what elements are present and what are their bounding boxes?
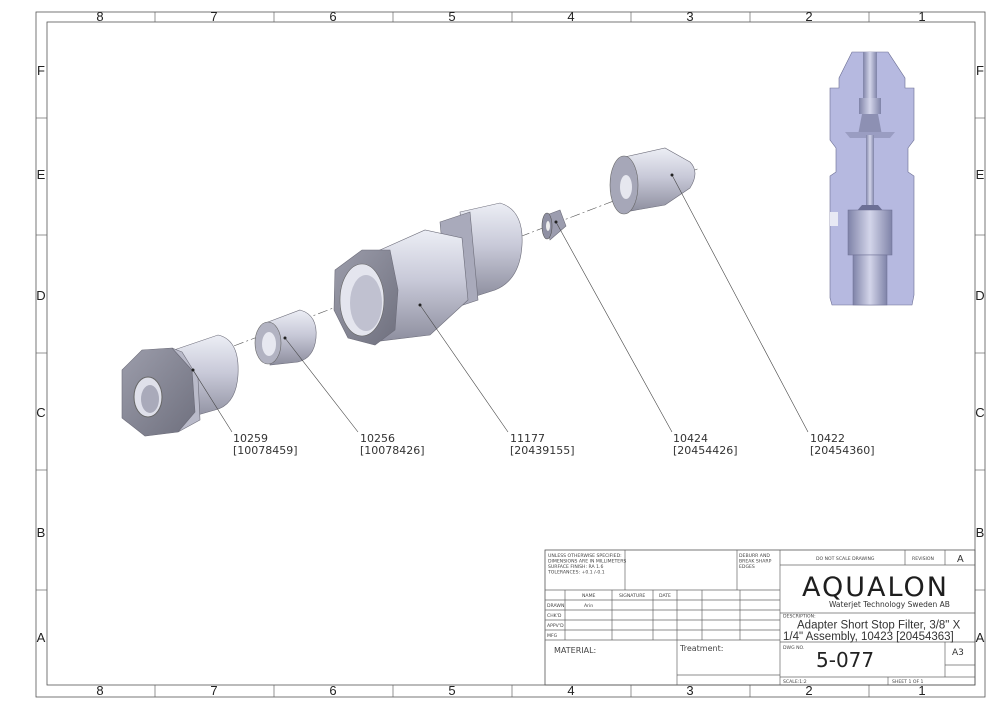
logo-text: AQUALON	[802, 572, 949, 603]
zone-row-label: F	[37, 63, 45, 78]
outer-border	[35, 11, 986, 698]
zone-col-label: 8	[96, 9, 103, 24]
zone-col-label: 8	[96, 683, 103, 698]
description-label: DESCRIPTION:	[783, 614, 816, 620]
balloon-10259: 10259[10078459]	[233, 432, 298, 457]
part-11177-body[interactable]	[333, 202, 523, 346]
title-block: UNLESS OTHERWISE SPECIFIED: DIMENSIONS A…	[544, 549, 976, 686]
zone-col-label: 6	[329, 9, 336, 24]
zone-col-label: 2	[805, 683, 812, 698]
balloon-11177: 11177[20439155]	[510, 432, 575, 457]
treatment-label: Treatment:	[679, 644, 723, 653]
balloon-10256: 10256[10078426]	[360, 432, 425, 457]
part-10422-cone[interactable]	[609, 147, 696, 215]
dwg-number: 5-077	[816, 648, 874, 672]
zone-row-label: B	[37, 525, 46, 540]
zone-col-label: 7	[210, 683, 217, 698]
role-approved: APPV'D	[547, 623, 564, 629]
note-line: DIMENSIONS ARE IN MILLIMETERS	[548, 559, 626, 565]
part-number: 10259	[233, 432, 268, 445]
zone-col-label: 3	[686, 9, 693, 24]
description-line2: 1/4" Assembly, 10423 [20454363]	[783, 631, 954, 643]
part-ref: [20454360]	[810, 444, 875, 457]
part-10424-filter[interactable]	[541, 209, 567, 241]
zone-row-label: E	[37, 167, 46, 182]
zone-labels-top: 8 7 6 5 4 3 2 1	[96, 9, 925, 24]
role-mfg: MFG	[547, 633, 558, 639]
zone-row-label: F	[976, 63, 984, 78]
role-checked: CHK'D	[547, 613, 562, 619]
note-line: TOLERANCES: +0.1 /-0.1	[547, 570, 605, 576]
sheet-size: A3	[952, 648, 964, 658]
zone-row-label: A	[976, 630, 985, 645]
zone-col-label: 5	[448, 9, 455, 24]
balloon-10422: 10422[20454360]	[810, 432, 875, 457]
do-not-scale-note: DO NOT SCALE DRAWING	[816, 556, 875, 562]
callouts: 10259[10078459] 10256[10078426] 11177[20…	[191, 173, 875, 457]
scale: SCALE:1:2	[783, 679, 807, 685]
material-label: MATERIAL:	[554, 646, 596, 655]
part-number: 10422	[810, 432, 845, 445]
company-logo: AQUALON Waterjet Technology Sweden AB	[802, 572, 950, 609]
sheet-number: SHEET 1 OF 1	[892, 679, 924, 685]
zone-col-label: 7	[210, 9, 217, 24]
zone-dividers	[36, 12, 985, 697]
note-line: SURFACE FINISH: RA 1.6	[548, 564, 603, 570]
zone-row-label: E	[976, 167, 985, 182]
part-ref: [20439155]	[510, 444, 575, 457]
zone-col-label: 4	[567, 9, 574, 24]
description-line1: Adapter Short Stop Filter, 3/8" X	[797, 620, 961, 632]
zone-row-label: C	[975, 405, 984, 420]
zone-row-label: C	[36, 405, 45, 420]
note-line: UNLESS OTHERWISE SPECIFIED:	[548, 553, 622, 559]
zone-col-label: 6	[329, 683, 336, 698]
inner-border	[46, 21, 976, 686]
drawn-by-name: Arin	[584, 603, 593, 609]
zone-labels-right: F E D C B A	[975, 63, 984, 645]
header-name: NAME	[582, 593, 596, 599]
zone-row-label: D	[36, 288, 45, 303]
part-ref: [20454426]	[673, 444, 738, 457]
revision-value: A	[957, 554, 964, 565]
deburr-note: BREAK SHARP	[739, 559, 772, 565]
zone-row-label: D	[975, 288, 984, 303]
role-drawn: DRAWN	[547, 603, 564, 609]
zone-col-label: 5	[448, 683, 455, 698]
zone-labels-bottom: 8 7 6 5 4 3 2 1	[96, 683, 925, 698]
part-ref: [10078459]	[233, 444, 298, 457]
zone-row-label: A	[37, 630, 46, 645]
zone-col-label: 1	[918, 9, 925, 24]
part-10259-nut[interactable]	[121, 334, 239, 437]
part-ref: [10078426]	[360, 444, 425, 457]
header-signature: SIGNATURE	[619, 593, 645, 599]
logo-subtitle: Waterjet Technology Sweden AB	[829, 600, 950, 609]
zone-col-label: 2	[805, 9, 812, 24]
zone-labels-left: F E D C B A	[36, 63, 45, 645]
header-date: DATE	[659, 593, 671, 599]
zone-col-label: 3	[686, 683, 693, 698]
zone-row-label: B	[976, 525, 985, 540]
section-view	[829, 51, 915, 306]
part-10256-sleeve[interactable]	[254, 309, 317, 366]
revision-label: REVISION	[912, 556, 934, 562]
zone-col-label: 1	[918, 683, 925, 698]
deburr-note: EDGES	[739, 564, 755, 570]
part-number: 10424	[673, 432, 708, 445]
balloon-10424: 10424[20454426]	[673, 432, 738, 457]
dwg-no-label: DWG NO.	[783, 645, 804, 651]
part-number: 10256	[360, 432, 395, 445]
deburr-note: DEBURR AND	[739, 553, 770, 559]
zone-col-label: 4	[567, 683, 574, 698]
part-number: 11177	[510, 432, 545, 445]
